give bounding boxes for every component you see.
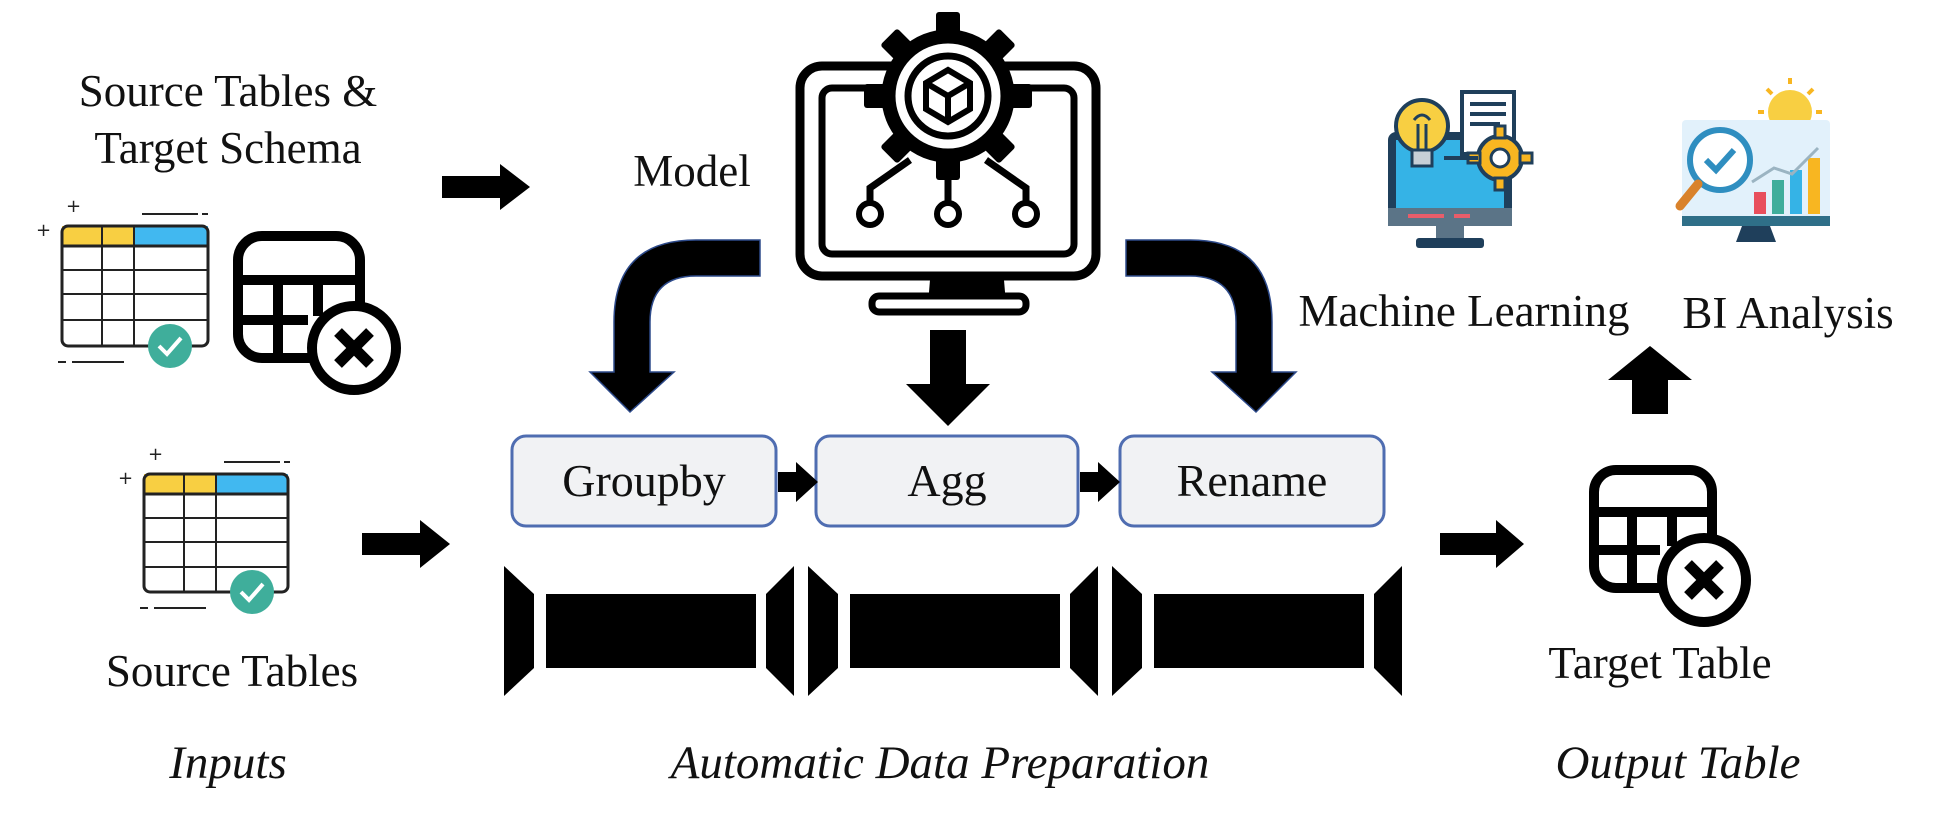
bi-analysis-label: BI Analysis bbox=[1682, 288, 1893, 338]
arrow-groupby-to-agg bbox=[778, 462, 818, 502]
rename-operator-label: Rename bbox=[1177, 455, 1328, 506]
machine-learning-label: Machine Learning bbox=[1298, 286, 1629, 336]
arrow-agg-to-rename bbox=[1080, 462, 1120, 502]
groupby-operator-box bbox=[510, 434, 778, 528]
arrow-to-pipeline bbox=[362, 520, 450, 568]
curved-arrow-to-rename bbox=[1125, 239, 1298, 414]
bi-analysis-icon bbox=[1675, 78, 1830, 242]
svg-text:+: + bbox=[148, 444, 163, 465]
svg-text:+: + bbox=[66, 196, 81, 217]
arrow-to-agg bbox=[906, 330, 990, 426]
machine-learning-icon bbox=[1388, 90, 1534, 248]
svg-text:+: + bbox=[118, 468, 133, 489]
pipeline-stage-2 bbox=[808, 566, 1098, 696]
target-table-label: Target Table bbox=[1548, 638, 1771, 688]
model-label: Model bbox=[633, 146, 751, 196]
inputs-caption: Inputs bbox=[168, 737, 287, 789]
source-tables-label: Source Tables bbox=[106, 646, 358, 696]
source-table-icon: + + bbox=[36, 196, 210, 368]
source-tables-and-schema-label-line2: Target Schema bbox=[94, 123, 361, 173]
target-table-icon bbox=[1589, 465, 1751, 627]
groupby-operator-label: Groupby bbox=[562, 455, 726, 506]
pipeline-caption: Automatic Data Preparation bbox=[668, 737, 1210, 789]
agg-operator-label: Agg bbox=[907, 455, 986, 506]
arrow-to-model bbox=[442, 164, 530, 210]
pipeline-stage-3 bbox=[1112, 566, 1402, 696]
rename-operator-box bbox=[1118, 434, 1386, 528]
curved-arrow-to-groupby bbox=[588, 239, 761, 414]
arrow-to-applications bbox=[1608, 346, 1692, 414]
arrow-to-target-table bbox=[1440, 520, 1524, 568]
pipeline-stage-1 bbox=[504, 566, 794, 696]
output-caption: Output Table bbox=[1555, 737, 1800, 789]
source-table-icon: + + bbox=[118, 444, 290, 614]
model-monitor-gear-icon bbox=[795, 12, 1101, 316]
target-schema-icon bbox=[233, 231, 401, 395]
svg-text:+: + bbox=[36, 220, 51, 241]
source-tables-and-schema-label-line1: Source Tables & bbox=[79, 66, 377, 116]
